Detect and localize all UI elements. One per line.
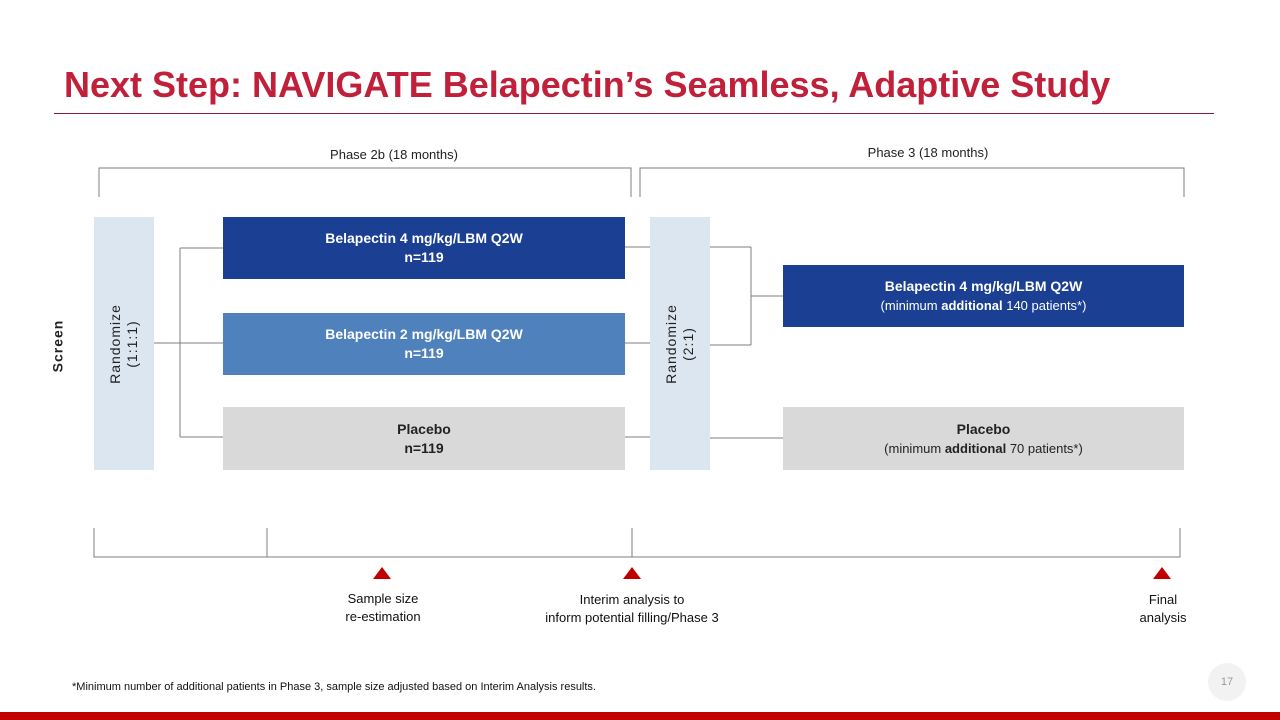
arm-note-post: 140 patients*) [1002, 298, 1087, 313]
arm-n: n=119 [404, 345, 444, 361]
phase2b-arm-2mg: Belapectin 2 mg/kg/LBM Q2W n=119 [223, 313, 625, 375]
phase2b-bracket [98, 167, 632, 197]
phase2b-arm-4mg: Belapectin 4 mg/kg/LBM Q2W n=119 [223, 217, 625, 279]
milestone-line: re-estimation [345, 609, 421, 624]
phase2b-arm-placebo: Placebo n=119 [223, 407, 625, 470]
screen-label: Screen [49, 319, 66, 373]
milestone-triangle-icon [623, 567, 641, 579]
randomize2-label: Randomize [663, 303, 679, 384]
arm-name: Placebo [397, 420, 451, 437]
milestone-line: Sample size [347, 591, 419, 606]
milestone-line: Final [1148, 592, 1178, 607]
randomize2-ratio: (2:1) [680, 326, 696, 361]
randomize1-label: Randomize [107, 303, 123, 384]
arm-note-pre: (minimum [884, 440, 945, 456]
arm-name: Belapectin 4 mg/kg/LBM Q2W [325, 230, 523, 246]
phase3-arm-4mg: Belapectin 4 mg/kg/LBM Q2W (minimum addi… [783, 265, 1184, 327]
milestone-sample-size: Sample size re-estimation [345, 590, 420, 626]
arm-name: Belapectin 2 mg/kg/LBM Q2W [325, 326, 523, 342]
milestone-interim: Interim analysis to inform potential fill… [545, 591, 718, 627]
page-number: 17 [1208, 663, 1246, 701]
milestone-line: Interim analysis to [579, 592, 685, 607]
randomize-1-1-1-box: Randomize(1:1:1) [94, 217, 154, 470]
arm-note-bold: additional [941, 298, 1003, 313]
phase3-arm-placebo: Placebo (minimum additional 70 patients*… [783, 407, 1184, 470]
phase3-bracket [639, 167, 1185, 197]
randomize2-connectors [710, 246, 783, 439]
milestone-final: Final analysis [1140, 591, 1187, 627]
arm-note-pre: (minimum [880, 298, 942, 313]
arm-note-post: 70 patients*) [1006, 440, 1083, 456]
timeline [93, 528, 1181, 558]
arm-name: Placebo [956, 420, 1011, 437]
randomize1-ratio: (1:1:1) [124, 319, 140, 368]
randomize1-connectors [154, 247, 223, 438]
randomize-2-1-box: Randomize(2:1) [650, 217, 710, 470]
title-divider [54, 113, 1214, 114]
slide-title: Next Step: NAVIGATE Belapectin’s Seamles… [64, 64, 1111, 105]
phase2b-to-randomize2-connectors [625, 246, 650, 438]
milestone-line: inform potential filling/Phase 3 [545, 610, 719, 625]
phase3-label: Phase 3 (18 months) [867, 145, 989, 160]
milestone-triangle-icon [1153, 567, 1171, 579]
milestone-triangle-icon [373, 567, 391, 579]
phase2b-label: Phase 2b (18 months) [330, 147, 458, 162]
arm-note-bold: additional [944, 440, 1007, 456]
milestone-line: analysis [1139, 610, 1187, 625]
footer-bar [0, 712, 1280, 720]
arm-n: n=119 [404, 249, 444, 265]
arm-name: Belapectin 4 mg/kg/LBM Q2W [884, 278, 1083, 294]
footnote: *Minimum number of additional patients i… [72, 681, 596, 693]
arm-n: n=119 [404, 439, 444, 456]
